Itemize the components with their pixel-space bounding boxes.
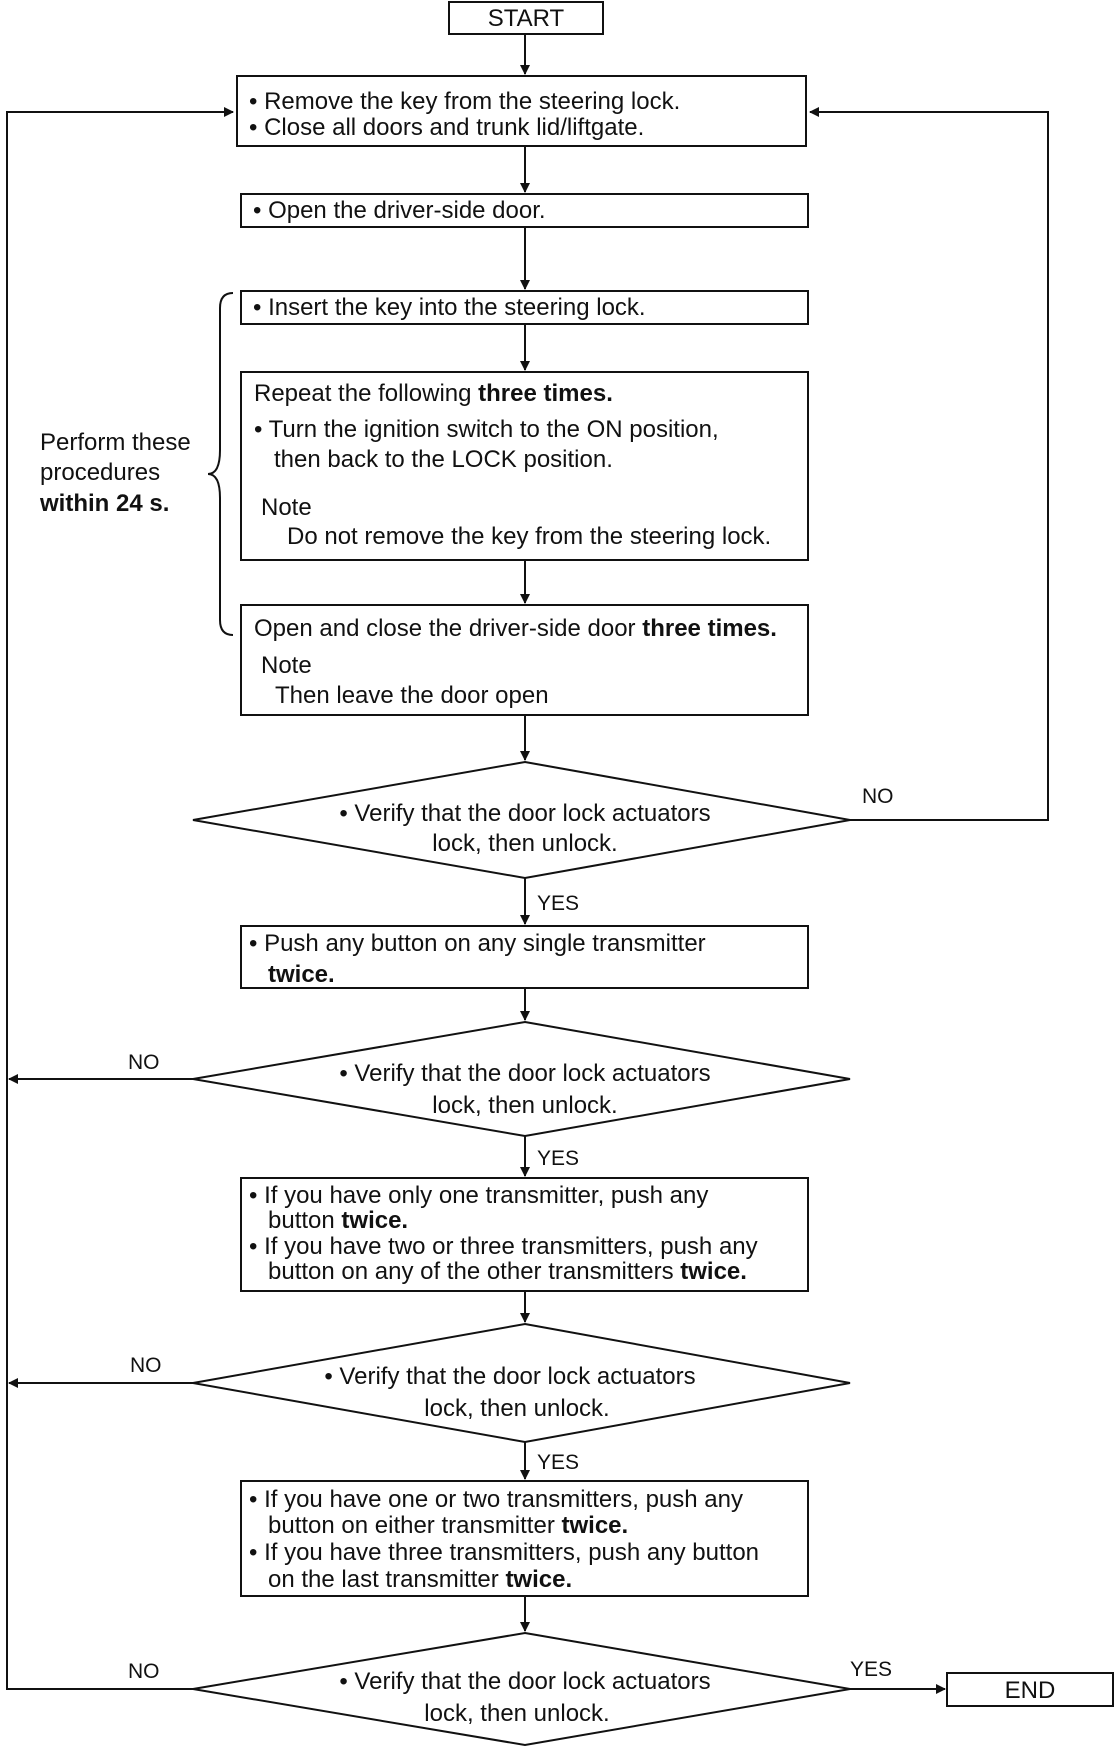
second-transmitter-line2: button twice. — [268, 1207, 408, 1234]
third-transmitter-line4-text: on the last transmitter — [268, 1566, 506, 1593]
second-transmitter-line1: • If you have only one transmitter, push… — [249, 1182, 709, 1209]
ignition-step-text: • Turn the ignition switch to the ON pos… — [254, 416, 719, 443]
push-button-text: • Push any button on any single transmit… — [249, 930, 706, 957]
decision-4-yes-label: YES — [850, 1658, 893, 1681]
close-doors-text: • Close all doors and trunk lid/liftgate… — [249, 114, 645, 141]
open-door-text: • Open the driver-side door. — [253, 197, 546, 224]
decision-2-no-label: NO — [128, 1051, 160, 1074]
second-transmitter-line4: button on any of the other transmitters … — [268, 1258, 747, 1285]
third-transmitter-line2-text: button on either transmitter — [268, 1512, 562, 1539]
decision-4-no-label: NO — [128, 1660, 160, 1683]
decision-3-text-line1: • Verify that the door lock actuators — [324, 1363, 696, 1390]
third-transmitter-line3: • If you have three transmitters, push a… — [249, 1539, 760, 1566]
door-note-text: Then leave the door open — [275, 682, 549, 709]
push-button-emphasis: twice. — [268, 961, 335, 988]
start-label: START — [487, 5, 565, 32]
decision-4-text-line1: • Verify that the door lock actuators — [339, 1668, 711, 1695]
second-transmitter-line3: • If you have two or three transmitters,… — [249, 1233, 758, 1260]
insert-key-text: • Insert the key into the steering lock. — [253, 294, 646, 321]
repeat-instruction-text: Repeat the following — [254, 380, 479, 407]
decision-1-text-line2: lock, then unlock. — [432, 830, 618, 857]
decision-3-no-label: NO — [130, 1354, 162, 1377]
decision-1-yes-label: YES — [537, 892, 580, 915]
ignition-step-text-cont: then back to the LOCK position. — [274, 446, 613, 473]
third-transmitter-line2-emphasis: twice. — [561, 1512, 629, 1539]
side-note-line3: within 24 s. — [40, 490, 170, 517]
note-label: Note — [261, 494, 312, 521]
remove-key-text: • Remove the key from the steering lock. — [249, 88, 681, 115]
open-close-door-emphasis: three times. — [642, 615, 777, 642]
decision-3-text-line2: lock, then unlock. — [424, 1395, 610, 1422]
door-note-label: Note — [261, 652, 312, 679]
decision-4-diamond — [192, 1631, 851, 1747]
third-transmitter-line4-emphasis: twice. — [505, 1566, 573, 1593]
end-label: END — [1004, 1677, 1056, 1704]
open-close-door-text: Open and close the driver-side door — [254, 615, 643, 642]
repeat-instruction-emphasis: three times. — [478, 380, 613, 407]
within-24s-brace — [207, 292, 234, 636]
decision-1-text-line1: • Verify that the door lock actuators — [339, 800, 711, 827]
decision-3-yes-label: YES — [537, 1451, 580, 1474]
decision-2-yes-label: YES — [537, 1147, 580, 1170]
third-transmitter-line1: • If you have one or two transmitters, p… — [249, 1486, 743, 1513]
decision-2-text-line2: lock, then unlock. — [432, 1092, 618, 1119]
decision-4-text-line2: lock, then unlock. — [424, 1700, 610, 1727]
second-transmitter-line2-emphasis: twice. — [341, 1207, 409, 1234]
step-remove-key-box — [236, 75, 807, 147]
repeat-instruction: Repeat the following three times. — [254, 380, 613, 407]
decision-1-no-label: NO — [862, 785, 894, 808]
note-text: Do not remove the key from the steering … — [287, 523, 772, 550]
second-transmitter-line4-text: button on any of the other transmitters — [268, 1258, 681, 1285]
side-note-line1: Perform these — [40, 429, 191, 456]
end-terminal — [946, 1672, 1114, 1707]
second-transmitter-line4-emphasis: twice. — [680, 1258, 747, 1285]
open-close-door-instruction: Open and close the driver-side door thre… — [254, 615, 777, 642]
third-transmitter-line4: on the last transmitter twice. — [268, 1566, 572, 1593]
side-note-line2: procedures — [40, 459, 161, 486]
third-transmitter-line2: button on either transmitter twice. — [268, 1512, 628, 1539]
decision-2-text-line1: • Verify that the door lock actuators — [339, 1060, 711, 1087]
second-transmitter-line2-text: button — [268, 1207, 342, 1234]
